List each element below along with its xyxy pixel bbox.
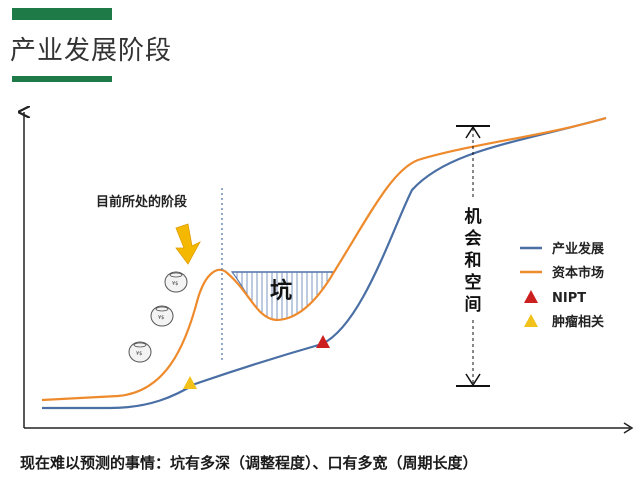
x-axis-arrowhead (623, 422, 634, 434)
opportunity-label-bg (460, 200, 486, 320)
coin-bag-icon: ¥$ (164, 271, 188, 293)
nipt-marker (316, 335, 330, 348)
svg-text:¥$: ¥$ (158, 315, 164, 321)
legend-tumor-swatch (524, 314, 538, 327)
svg-text:¥$: ¥$ (172, 281, 178, 287)
page-title: 产业发展阶段 (10, 36, 173, 66)
opportunity-label-5: 间 (465, 294, 482, 315)
coin-bag-icon: ¥$ (128, 341, 152, 363)
opportunity-arrowhead-bottom (465, 373, 481, 387)
legend-tumor-label: 肿瘤相关 (552, 314, 604, 330)
coin-bag-icon: ¥$ (150, 305, 174, 327)
legend-capital-label: 资本市场 (552, 265, 604, 281)
current-stage-label: 目前所处的阶段 (96, 194, 187, 210)
industry-development-line (42, 116, 607, 410)
opportunity-label-4: 空 (465, 272, 482, 293)
opportunity-label-2: 会 (465, 228, 482, 249)
arrow-down-icon (175, 223, 201, 265)
top-accent-bar (12, 8, 112, 20)
legend: 产业发展 资本市场 NIPT 肿瘤相关 (520, 241, 605, 330)
capital-market-line (41, 116, 607, 402)
legend-nipt-label: NIPT (552, 291, 586, 306)
pit-label: 坑 (270, 278, 292, 304)
svg-text:¥$: ¥$ (136, 351, 142, 357)
footer-caption: 现在难以预测的事情：坑有多深（调整程度）、口有多宽（周期长度） (20, 454, 478, 472)
legend-industry-label: 产业发展 (552, 241, 605, 257)
opportunity-label-3: 和 (465, 251, 482, 271)
title-underline-bar (12, 76, 112, 82)
tumor-marker (183, 376, 197, 389)
opportunity-arrowhead-top (465, 125, 481, 139)
opportunity-label-1: 机 (465, 206, 482, 227)
legend-nipt-swatch (524, 290, 538, 303)
